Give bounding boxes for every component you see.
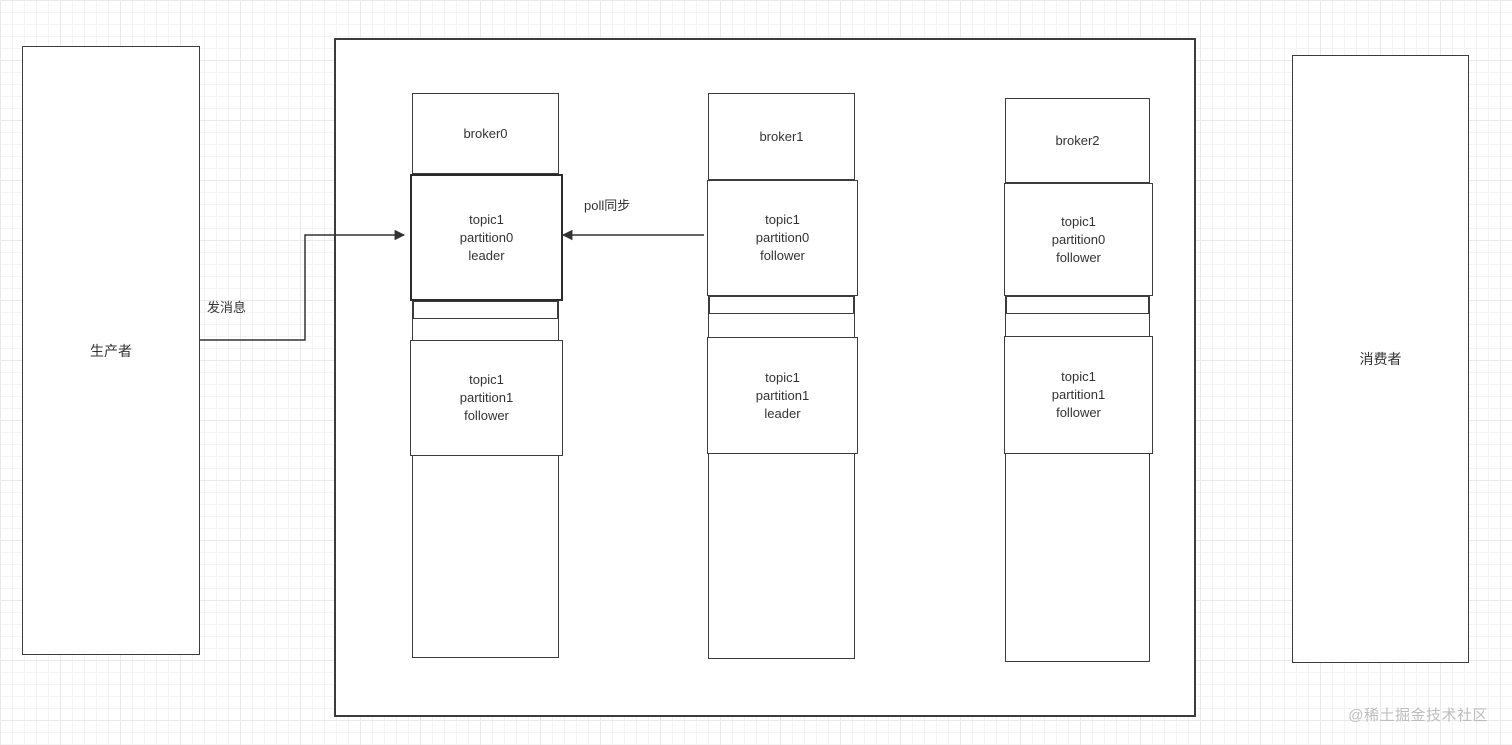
partition-topic: topic1	[469, 372, 504, 387]
partition-id: partition1	[459, 390, 514, 405]
partition-role: follower	[1056, 405, 1101, 420]
partition-topic: topic1	[765, 369, 800, 385]
partition-role: follower	[1056, 249, 1101, 265]
broker2-label: broker2	[1055, 133, 1100, 148]
broker0-partition0-leader-box: topic1 partition0 leader	[410, 174, 563, 301]
partition-topic: topic1	[765, 212, 800, 227]
partition-id: partition0	[459, 229, 514, 245]
partition-id: partition0	[1051, 231, 1106, 247]
producer-label: 生产者	[90, 342, 132, 359]
partition-role: follower	[464, 408, 509, 423]
consumer-label: 消费者	[1359, 351, 1402, 367]
broker2-partition1-follower-box: topic1 partition1 follower	[1004, 336, 1153, 454]
broker1-partition1-leader-box: topic1 partition1 leader	[707, 337, 858, 454]
broker1-partition0-follower-box: topic1 partition0 follower	[707, 180, 858, 296]
broker0-partition1-follower-box: topic1 partition1 follower	[410, 340, 563, 456]
broker0-header: broker0	[413, 94, 558, 174]
watermark: @稀土掘金技术社区	[1348, 707, 1488, 724]
partition-id: partition1	[755, 387, 810, 403]
poll-sync-arrow-label: poll同步	[584, 198, 631, 213]
partition-id: partition1	[1051, 387, 1106, 402]
partition-topic: topic1	[1061, 213, 1096, 229]
broker2-header: broker2	[1006, 99, 1149, 183]
send-message-arrow-label: 发消息	[207, 300, 247, 315]
broker1-label: broker1	[759, 129, 804, 144]
broker2-partition0-follower-box: topic1 partition0 follower	[1004, 183, 1153, 296]
partition-role: leader	[468, 247, 505, 263]
partition-topic: topic1	[1061, 369, 1096, 384]
broker2-divider-band	[1006, 296, 1149, 314]
broker0-divider-band	[413, 301, 558, 319]
partition-topic: topic1	[469, 211, 504, 227]
broker1-column: broker1 topic1 partition0 follower topic…	[707, 93, 858, 659]
broker2-column: broker2 topic1 partition0 follower topic…	[1004, 98, 1153, 662]
consumer-box: 消费者	[1292, 55, 1469, 663]
broker0-label: broker0	[463, 126, 508, 141]
cluster-box: broker0 topic1 partition0 leader topic1 …	[334, 38, 1196, 717]
broker1-divider-band	[709, 296, 854, 314]
partition-id: partition0	[755, 230, 810, 245]
broker0-column: broker0 topic1 partition0 leader topic1 …	[410, 93, 563, 658]
producer-box: 生产者	[22, 46, 200, 655]
partition-role: follower	[760, 248, 805, 263]
partition-role: leader	[764, 405, 801, 421]
broker1-header: broker1	[709, 94, 854, 180]
